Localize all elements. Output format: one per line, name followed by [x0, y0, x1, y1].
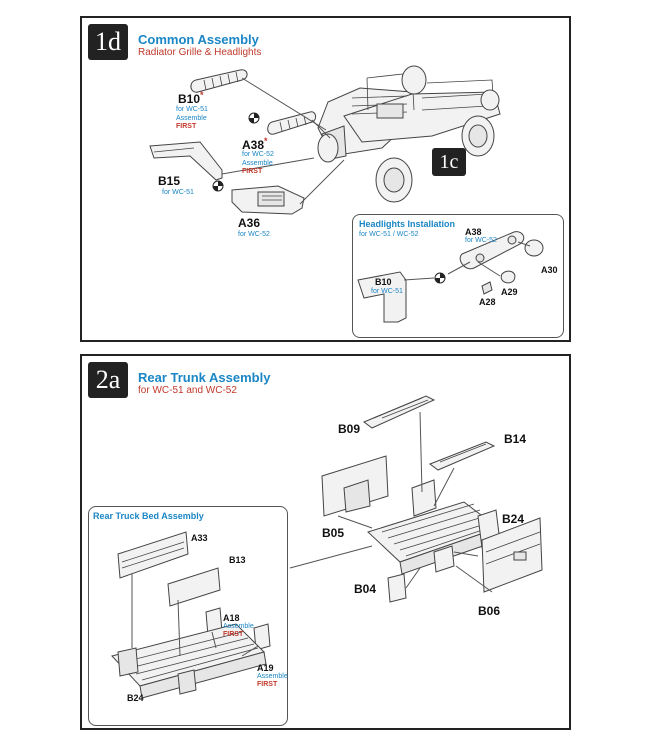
- inset-a33-label: A33: [191, 533, 208, 543]
- a38-label-text: A38: [242, 138, 265, 152]
- a38-first-note: FIRST: [242, 168, 263, 175]
- rear-truck-bed-assembly-inset: Rear Truck Bed Assembly A33 B13 A18 Asse…: [88, 506, 288, 726]
- inset-a18-first: FIRST: [223, 631, 244, 638]
- inset-b13-label: B13: [229, 555, 246, 565]
- step-badge-1c: 1c: [432, 148, 466, 176]
- step-1d-panel: 1d Common Assembly Radiator Grille & Hea…: [80, 16, 571, 342]
- step-badge-1d: 1d: [88, 24, 128, 60]
- inset-a19-label: A19: [257, 663, 274, 673]
- glue-symbol: [212, 112, 260, 192]
- b04-label: B04: [354, 582, 377, 596]
- part-b10-grille: [190, 69, 248, 93]
- inset-headlight-parts: [357, 231, 544, 323]
- step-1d-title: Common Assembly: [138, 32, 259, 47]
- assembly-leader-lines: [221, 77, 345, 205]
- truck-bed-main: [321, 455, 501, 575]
- b05-label: B05: [322, 526, 345, 540]
- b09-label: B09: [338, 422, 361, 436]
- b06-label: B06: [478, 604, 501, 618]
- b15-note: for WC-51: [162, 189, 194, 196]
- inset-a29-label: A29: [501, 287, 518, 297]
- inset-a30-label: A30: [541, 265, 558, 275]
- inset-a19-first: FIRST: [257, 681, 278, 688]
- inset-a38-label: A38: [465, 227, 482, 237]
- b10-star: *: [200, 90, 204, 100]
- b10-label: B10*: [178, 90, 204, 106]
- a38-label: A38*: [242, 136, 268, 152]
- assembly-leader-lines: [289, 411, 493, 593]
- b10-note: for WC-51: [176, 106, 208, 113]
- inset-b24-label: B24: [127, 693, 144, 703]
- inset-a18-label: A18: [223, 613, 240, 623]
- a38-note: for WC-52: [242, 151, 274, 158]
- inset-a18-note: Assemble: [223, 623, 254, 630]
- b24-label: B24: [502, 512, 525, 526]
- part-a38-grille: [267, 111, 317, 135]
- part-b04: [387, 573, 407, 603]
- inset-a38-note: for WC-52: [465, 237, 497, 244]
- b10-label-text: B10: [178, 92, 201, 106]
- step-2a-panel: 2a Rear Trunk Assembly for WC-51 and WC-…: [80, 354, 571, 730]
- b14-label: B14: [504, 432, 527, 446]
- rear-truck-bed-assembly-title: Rear Truck Bed Assembly: [93, 511, 204, 521]
- a36-note: for WC-52: [238, 231, 270, 238]
- step-2a-title: Rear Trunk Assembly: [138, 370, 271, 385]
- inset-b10-label: B10: [375, 277, 392, 287]
- step-1d-subtitle: Radiator Grille & Headlights: [138, 47, 262, 58]
- part-b14-plate: [428, 441, 496, 471]
- part-b15-bumper: [149, 141, 223, 181]
- step-2a-subtitle: for WC-51 and WC-52: [138, 385, 237, 396]
- inset-a28-label: A28: [479, 297, 496, 307]
- b10-first-note: FIRST: [176, 123, 197, 130]
- a38-star: *: [264, 136, 268, 146]
- b10-assemble-note: Assemble: [176, 115, 207, 122]
- part-a36-bumper: [231, 185, 305, 215]
- b15-label: B15: [158, 174, 181, 188]
- step-1d-drawing: [149, 65, 544, 323]
- part-b09-plate: [363, 395, 436, 429]
- step-2a-drawing: [111, 395, 543, 699]
- vehicle-chassis: [317, 65, 501, 203]
- step-badge-2a: 2a: [88, 362, 128, 398]
- a36-label: A36: [238, 216, 261, 230]
- inset-b10-note: for WC-51: [371, 288, 403, 295]
- a38-assemble-note: Assemble: [242, 160, 273, 167]
- headlights-installation-subtitle: for WC-51 / WC-52: [359, 231, 419, 238]
- inset-truck-bed-parts: [111, 531, 271, 699]
- headlights-installation-title: Headlights Installation: [359, 219, 456, 229]
- headlights-installation-inset: Headlights Installation for WC-51 / WC-5…: [352, 214, 564, 338]
- part-b06-tailgate: [481, 517, 543, 593]
- inset-a19-note: Assemble: [257, 673, 288, 680]
